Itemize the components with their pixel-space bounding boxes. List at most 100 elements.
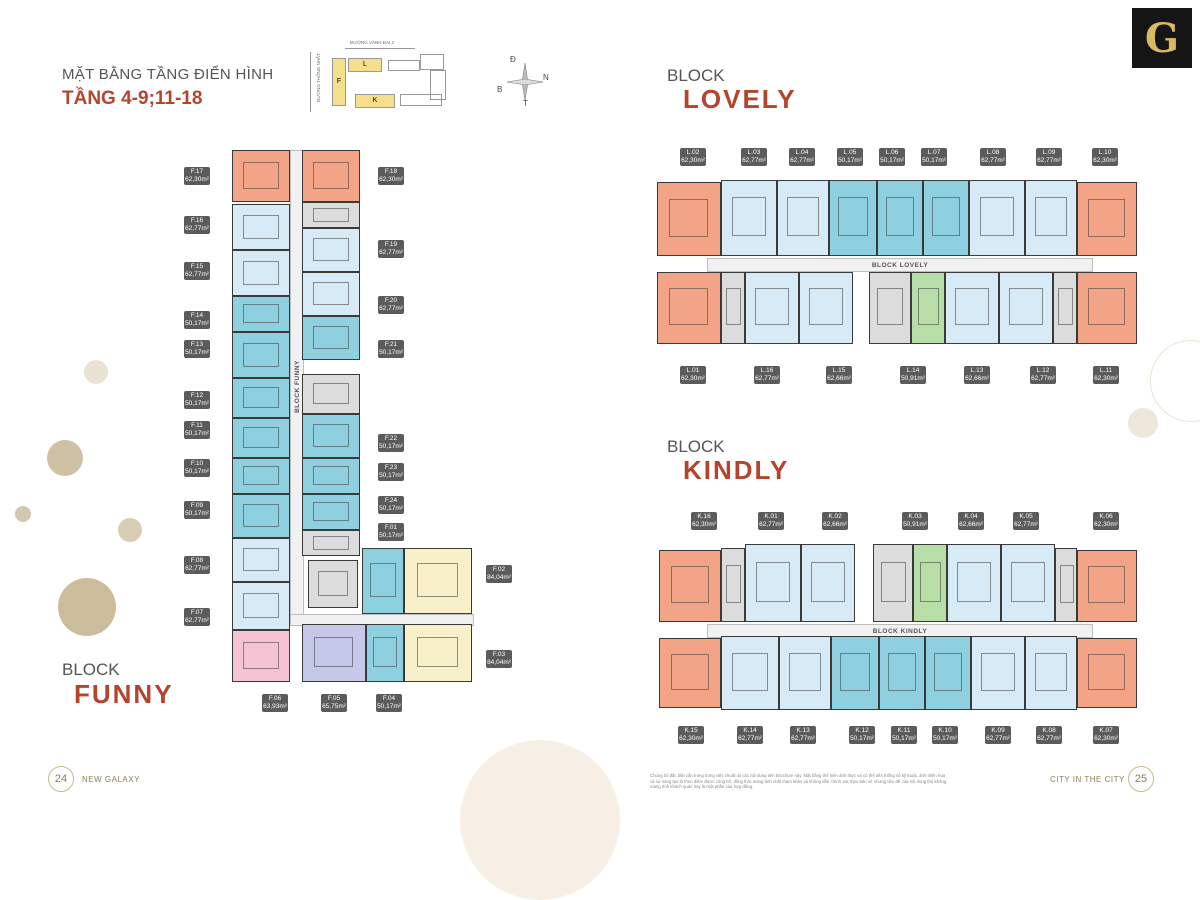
unit-l13[interactable]	[945, 272, 999, 344]
lovely-stair-right	[1053, 272, 1077, 344]
unit-f20[interactable]	[302, 272, 360, 316]
unit-l16[interactable]	[745, 272, 799, 344]
unit-l10[interactable]	[1077, 182, 1137, 256]
unit-l12[interactable]	[999, 272, 1053, 344]
unit-f15[interactable]	[232, 250, 290, 296]
kindly-block-name: KINDLY	[683, 455, 790, 485]
unit-k14[interactable]	[721, 636, 779, 710]
unit-l04[interactable]	[777, 180, 829, 256]
unit-k03[interactable]	[913, 544, 947, 622]
key-map: ĐƯỜNG VÀNH ĐAI 2 ĐƯỜNG THỐNG NHẤT L F K	[300, 40, 460, 115]
unit-f21[interactable]	[302, 316, 360, 360]
kindly-corridor-label: BLOCK KINDLY	[872, 627, 928, 635]
unit-f03[interactable]	[404, 624, 472, 682]
unit-f07[interactable]	[232, 582, 290, 630]
unit-k16[interactable]	[659, 550, 721, 622]
unit-f02[interactable]	[404, 548, 472, 614]
left-footer: NEW GALAXY	[82, 775, 140, 784]
unit-f14[interactable]	[232, 296, 290, 332]
unit-k08[interactable]	[1025, 636, 1077, 710]
key-road-top: ĐƯỜNG VÀNH ĐAI 2	[350, 40, 394, 45]
compass-n: Đ	[510, 55, 516, 64]
unit-l03[interactable]	[721, 180, 777, 256]
kindly-block-word: BLOCK	[667, 437, 725, 456]
unit-f13[interactable]	[232, 332, 290, 378]
unit-l02[interactable]	[657, 182, 721, 256]
unit-l15[interactable]	[799, 272, 853, 344]
unit-k06[interactable]	[1077, 550, 1137, 622]
unit-f01[interactable]	[362, 548, 404, 614]
unit-l05[interactable]	[829, 180, 877, 256]
unit-k10[interactable]	[925, 636, 971, 710]
unit-k15[interactable]	[659, 638, 721, 708]
unit-l07[interactable]	[923, 180, 969, 256]
unit-k07[interactable]	[1077, 638, 1137, 708]
unit-f09[interactable]	[232, 494, 290, 538]
unit-k12[interactable]	[831, 636, 879, 710]
unit-f16[interactable]	[232, 204, 290, 250]
unit-l06[interactable]	[877, 180, 923, 256]
unit-l11[interactable]	[1077, 272, 1137, 344]
unit-k02[interactable]	[801, 544, 855, 622]
unit-k11[interactable]	[879, 636, 925, 710]
unit-k04[interactable]	[947, 544, 1001, 622]
unit-f10[interactable]	[232, 458, 290, 494]
lovely-corridor-label: BLOCK LOVELY	[871, 261, 929, 269]
compass-w: B	[497, 85, 503, 94]
disclaimer-text: Chúng tôi đặc biệt cẩn trọng trong việc …	[650, 773, 947, 789]
unit-k09[interactable]	[971, 636, 1025, 710]
unit-f17[interactable]	[232, 150, 290, 202]
unit-f18[interactable]	[302, 150, 360, 202]
unit-k01[interactable]	[745, 544, 801, 622]
unit-f22[interactable]	[302, 414, 360, 458]
unit-l01[interactable]	[657, 272, 721, 344]
unit-f24[interactable]	[302, 494, 360, 530]
key-block-k: K	[355, 94, 395, 108]
unit-f11[interactable]	[232, 418, 290, 458]
unit-l14[interactable]	[911, 272, 945, 344]
unit-f23[interactable]	[302, 458, 360, 494]
unit-l09[interactable]	[1025, 180, 1077, 256]
unit-k13[interactable]	[779, 636, 831, 710]
right-page-number: 25	[1128, 766, 1154, 792]
unit-l08[interactable]	[969, 180, 1025, 256]
unit-f08[interactable]	[232, 538, 290, 582]
brand-logo[interactable]: G	[1132, 8, 1192, 68]
lovely-block-name: LOVELY	[683, 84, 797, 114]
lovely-block-word: BLOCK	[667, 66, 725, 85]
unit-f05[interactable]	[302, 624, 366, 682]
compass-s: T	[523, 99, 528, 108]
unit-f19[interactable]	[302, 228, 360, 272]
unit-f04[interactable]	[366, 624, 404, 682]
unit-f06[interactable]	[232, 630, 290, 682]
kindly-plan: BLOCK KINDLY	[655, 540, 1140, 720]
unit-k05[interactable]	[1001, 544, 1055, 622]
decor-circle	[1128, 408, 1158, 438]
kindly-stair-left	[721, 548, 745, 622]
unit-f12[interactable]	[232, 378, 290, 418]
